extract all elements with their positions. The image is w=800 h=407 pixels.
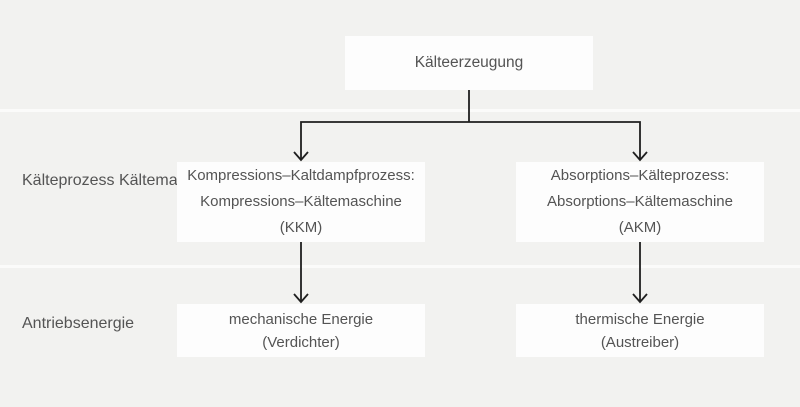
process-box-akm: Absorptions–Kälteprozess: Absorptions–Kä…: [516, 162, 764, 242]
energy-box-thermal-line2: (Austreiber): [600, 333, 680, 351]
process-box-kkm-line1: Kompressions–Kaltdampfprozess:: [187, 167, 415, 184]
branch-line: [300, 121, 641, 159]
arrow-down-icon: [632, 151, 648, 162]
process-box-kkm-line2: Kompressions–Kältemaschine: [200, 193, 402, 210]
process-box-akm-line3: (AKM): [618, 219, 662, 236]
row-label-energy: Antriebsenergie: [22, 310, 134, 337]
arrow-down-icon: [293, 293, 309, 304]
section-divider-top: [0, 109, 800, 112]
energy-box-thermal: thermische Energie (Austreiber): [516, 304, 764, 357]
arrow-down-icon: [632, 293, 648, 304]
root-box-label: Kälteerzeugung: [414, 54, 524, 71]
root-box-kaelteerzeugung: Kälteerzeugung: [345, 36, 593, 90]
energy-box-mechanical: mechanische Energie (Verdichter): [177, 304, 425, 357]
process-box-kkm: Kompressions–Kaltdampfprozess: Kompressi…: [177, 162, 425, 242]
row-label-process-line1: Kälteprozess: [22, 172, 115, 189]
process-box-kkm-line3: (KKM): [279, 219, 323, 236]
energy-box-thermal-line1: thermische Energie: [575, 310, 705, 328]
energy-box-mechanical-line1: mechanische Energie: [228, 310, 374, 328]
section-divider-bottom: [0, 265, 800, 268]
process-box-akm-line2: Absorptions–Kältemaschine: [547, 193, 733, 210]
arrow-down-icon: [293, 151, 309, 162]
row-label-energy-line1: Antriebsenergie: [22, 315, 135, 332]
process-box-akm-line1: Absorptions–Kälteprozess:: [550, 167, 730, 184]
energy-box-mechanical-line2: (Verdichter): [262, 333, 340, 351]
